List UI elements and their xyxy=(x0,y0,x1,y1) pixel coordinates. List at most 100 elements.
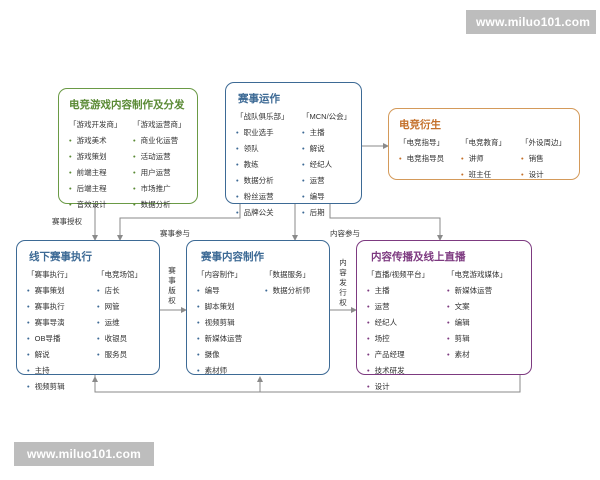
list-item: 脚本策划 xyxy=(197,301,242,312)
list-item: 电竞指导员 xyxy=(399,153,445,164)
box-title: 内容传播及线上直播 xyxy=(371,251,466,263)
column-header: 「游戏开发商」 xyxy=(69,120,122,129)
list-item: 素材 xyxy=(447,349,507,360)
column-header: 「MCN/公会」 xyxy=(302,112,352,121)
list-item: 游戏策划 xyxy=(69,151,122,162)
list-item: 运营 xyxy=(367,301,429,312)
column-data-service: 「数据服务」 数据分析师 xyxy=(265,269,310,301)
list-item: 主播 xyxy=(302,127,351,138)
list-item: 场控 xyxy=(367,333,429,344)
column-header: 「直播/视频平台」 xyxy=(367,270,430,279)
column-mcn-guild: 「MCN/公会」 主播 解说 经纪人 运营 编导 后期 xyxy=(302,111,351,223)
list-item: 班主任 xyxy=(461,169,506,180)
column-operator: 「游戏运营商」 商业化运营 活动运营 用户运营 市场推广 数据分析 xyxy=(133,119,186,215)
column-guidance: 「电竞指导」 电竞指导员 xyxy=(399,137,444,169)
column-content-making: 「内容制作」 编导 脚本策划 视频剪辑 新媒体运营 摄像 素材师 xyxy=(197,269,242,381)
list-item: 编导 xyxy=(302,191,351,202)
list-item: 用户运营 xyxy=(133,167,186,178)
list-item: 编导 xyxy=(197,285,242,296)
list-item: 摄像 xyxy=(197,349,242,360)
list-item: 网管 xyxy=(97,301,142,312)
column-header: 「电竞教育」 xyxy=(461,138,506,147)
list-item: 后期 xyxy=(302,207,351,218)
watermark-bottom: www.miluo101.com xyxy=(14,442,154,466)
edge-feedback-loop xyxy=(94,375,521,393)
list-item: 职业选手 xyxy=(236,127,289,138)
box-game-content: 电竞游戏内容制作及分发 「游戏开发商」 游戏美术 游戏策划 前端主程 后端主程 … xyxy=(58,88,198,209)
list-item: 品牌公关 xyxy=(236,207,289,218)
label-distribution: 内容发行权 xyxy=(339,258,347,307)
list-item: 设计 xyxy=(521,169,566,180)
list-item: 解说 xyxy=(302,143,351,154)
list-item: 新媒体运营 xyxy=(197,333,243,344)
list-item: 视频剪辑 xyxy=(27,381,72,392)
column-team-club: 「战队俱乐部」 职业选手 领队 教练 数据分析 粉丝运营 品牌公关 xyxy=(236,111,289,223)
column-header: 「内容制作」 xyxy=(197,270,242,279)
list-item: 剪辑 xyxy=(447,333,507,344)
list-item: 解说 xyxy=(27,349,72,360)
box-title: 赛事内容制作 xyxy=(201,251,264,263)
list-item: 运营 xyxy=(302,175,351,186)
label-copyright: 赛事版权 xyxy=(168,266,176,305)
list-item: 技术研发 xyxy=(367,365,429,376)
list-item: 讲师 xyxy=(461,153,506,164)
list-item: 经纪人 xyxy=(367,317,429,328)
column-header: 「外设周边」 xyxy=(521,138,566,147)
list-item: 新媒体运营 xyxy=(447,285,507,296)
list-item: 运维 xyxy=(97,317,142,328)
column-developer: 「游戏开发商」 游戏美术 游戏策划 前端主程 后端主程 音效设计 xyxy=(69,119,122,215)
box-broadcast-streaming: 内容传播及线上直播 「直播/视频平台」 主播 运营 经纪人 场控 产品经理 技术… xyxy=(356,240,532,391)
column-event-execution: 「赛事执行」 赛事策划 赛事执行 赛事导演 OB导播 解说 主持 视频剪辑 xyxy=(27,269,72,397)
list-item: 游戏美术 xyxy=(69,135,122,146)
list-item: 视频剪辑 xyxy=(197,317,242,328)
column-header: 「战队俱乐部」 xyxy=(236,112,289,121)
list-item: 赛事执行 xyxy=(27,301,72,312)
box-title: 电竞游戏内容制作及分发 xyxy=(69,99,185,111)
column-header: 「赛事执行」 xyxy=(27,270,72,279)
list-item: 店长 xyxy=(97,285,142,296)
list-item: 粉丝运营 xyxy=(236,191,289,202)
column-streaming-platform: 「直播/视频平台」 主播 运营 经纪人 场控 产品经理 技术研发 设计 xyxy=(367,269,429,397)
list-item: 活动运营 xyxy=(133,151,186,162)
list-item: 音效设计 xyxy=(69,199,122,210)
box-event-operations: 赛事运作 「战队俱乐部」 职业选手 领队 教练 数据分析 粉丝运营 品牌公关 「… xyxy=(225,82,362,217)
column-header: 「游戏运营商」 xyxy=(133,120,186,129)
watermark-top: www.miluo101.com xyxy=(466,10,596,34)
list-item: 数据分析 xyxy=(236,175,289,186)
column-esports-media: 「电竞游戏媒体」 新媒体运营 文案 编辑 剪辑 素材 xyxy=(447,269,507,365)
box-title: 线下赛事执行 xyxy=(29,251,92,263)
list-item: 素材师 xyxy=(197,365,242,376)
box-title: 电竞衍生 xyxy=(399,119,441,131)
list-item: 前端主程 xyxy=(69,167,122,178)
list-item: 销售 xyxy=(521,153,566,164)
label-authorize: 赛事授权 xyxy=(52,217,82,226)
column-header: 「电竞游戏媒体」 xyxy=(447,270,507,279)
list-item: 数据分析 xyxy=(133,199,186,210)
list-item: 商业化运营 xyxy=(133,135,186,146)
box-esports-derivatives: 电竞衍生 「电竞指导」 电竞指导员 「电竞教育」 讲师 班主任 「外设周边」 销… xyxy=(388,108,580,180)
column-header: 「数据服务」 xyxy=(265,270,310,279)
list-item: 主播 xyxy=(367,285,429,296)
box-content-production: 赛事内容制作 「内容制作」 编导 脚本策划 视频剪辑 新媒体运营 摄像 素材师 … xyxy=(186,240,330,375)
column-header: 「电竞指导」 xyxy=(399,138,444,147)
label-participate-left: 赛事参与 xyxy=(160,229,190,238)
list-item: 教练 xyxy=(236,159,289,170)
list-item: 产品经理 xyxy=(367,349,429,360)
column-header: 「电竞场馆」 xyxy=(97,270,142,279)
box-title: 赛事运作 xyxy=(238,93,280,105)
box-offline-execution: 线下赛事执行 「赛事执行」 赛事策划 赛事执行 赛事导演 OB导播 解说 主持 … xyxy=(16,240,160,391)
list-item: 编辑 xyxy=(447,317,507,328)
column-venue: 「电竞场馆」 店长 网管 运维 收银员 服务员 xyxy=(97,269,142,365)
column-peripherals: 「外设周边」 销售 设计 xyxy=(521,137,566,185)
column-education: 「电竞教育」 讲师 班主任 xyxy=(461,137,506,185)
list-item: 赛事策划 xyxy=(27,285,72,296)
list-item: 数据分析师 xyxy=(265,285,311,296)
label-participate-right: 内容参与 xyxy=(330,229,360,238)
list-item: OB导播 xyxy=(27,333,72,344)
list-item: 主持 xyxy=(27,365,72,376)
list-item: 服务员 xyxy=(97,349,142,360)
list-item: 文案 xyxy=(447,301,507,312)
list-item: 后端主程 xyxy=(69,183,122,194)
list-item: 领队 xyxy=(236,143,289,154)
list-item: 收银员 xyxy=(97,333,142,344)
